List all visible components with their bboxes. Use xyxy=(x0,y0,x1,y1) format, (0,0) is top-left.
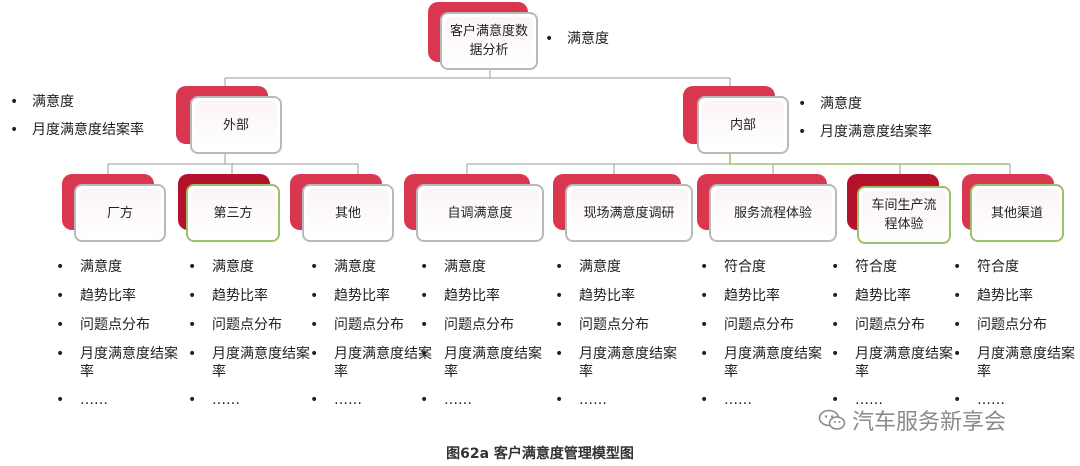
wechat-icon xyxy=(818,409,846,430)
leaf-label: 厂方 xyxy=(106,205,133,221)
leaf-bullet-item: 满意度 xyxy=(56,258,182,276)
leaf-label: 其他渠道 xyxy=(990,205,1043,221)
leaf-bullet-item: 趋势比率 xyxy=(953,287,1077,305)
leaf-bullets-self-survey: 满意度 趋势比率 问题点分布 月度满意度结案率 …… xyxy=(420,258,546,420)
leaf-bullet-item: 月度满意度结案率 xyxy=(188,345,312,381)
leaf-bullet-item: 满意度 xyxy=(188,258,312,276)
internal-bullets: 满意度 月度满意度结案率 xyxy=(798,90,932,146)
external-label: 外部 xyxy=(222,117,249,133)
leaf-bullet-item: 满意度 xyxy=(420,258,546,276)
leaf-label: 其他 xyxy=(334,205,361,221)
figure-caption: 图62a 客户满意度管理模型图 xyxy=(446,446,634,462)
leaf-bullet-item: 问题点分布 xyxy=(56,316,182,334)
leaf-bullets-workshop-process: 符合度 趋势比率 问题点分布 月度满意度结案率 …… xyxy=(831,258,957,420)
leaf-bullet-item: …… xyxy=(555,391,681,409)
leaf-bullet-item: …… xyxy=(188,391,312,409)
external-bullet-item: 满意度 xyxy=(10,88,144,116)
leaf-bullet-item: 问题点分布 xyxy=(555,316,681,334)
leaf-bullet-item: 问题点分布 xyxy=(953,316,1077,334)
leaf-bullet-item: 月度满意度结案率 xyxy=(420,345,546,381)
root-bullet-item: 满意度 xyxy=(545,25,609,53)
leaf-bullet-item: …… xyxy=(831,391,957,409)
root-bullets: 满意度 xyxy=(545,25,609,53)
leaf-bullet-item: 趋势比率 xyxy=(310,287,434,305)
leaf-bullets-factory: 满意度 趋势比率 问题点分布 月度满意度结案率 …… xyxy=(56,258,182,420)
leaf-bullets-other: 满意度 趋势比率 问题点分布 月度满意度结案率 …… xyxy=(310,258,434,420)
watermark-text: 汽车服务新享会 xyxy=(852,410,1007,435)
leaf-bullet-item: 趋势比率 xyxy=(56,287,182,305)
leaf-bullet-item: …… xyxy=(420,391,546,409)
leaf-bullet-item: 月度满意度结案率 xyxy=(56,345,182,381)
leaf-label: 服务流程体验 xyxy=(733,205,812,221)
leaf-bullets-third-party: 满意度 趋势比率 问题点分布 月度满意度结案率 …… xyxy=(188,258,312,420)
leaf-bullets-onsite-survey: 满意度 趋势比率 问题点分布 月度满意度结案率 …… xyxy=(555,258,681,420)
leaf-bullet-item: 满意度 xyxy=(310,258,434,276)
leaf-bullet-item: 趋势比率 xyxy=(555,287,681,305)
leaf-label: 第三方 xyxy=(213,205,253,221)
root-label: 客户满意度数据分析 xyxy=(449,24,528,58)
external-bullets: 满意度 月度满意度结案率 xyxy=(10,88,144,144)
leaf-bullet-item: 月度满意度结案率 xyxy=(310,345,434,381)
leaf-bullet-item: 趋势比率 xyxy=(420,287,546,305)
leaf-label: 自调满意度 xyxy=(447,205,513,221)
leaf-bullet-item: 趋势比率 xyxy=(188,287,312,305)
external-bullet-item: 月度满意度结案率 xyxy=(10,116,144,144)
leaf-bullet-item: 问题点分布 xyxy=(188,316,312,334)
leaf-bullet-item: …… xyxy=(700,391,826,409)
leaf-bullet-item: 问题点分布 xyxy=(831,316,957,334)
leaf-bullet-item: 月度满意度结案率 xyxy=(953,345,1077,381)
leaf-label: 车间生产流程体验 xyxy=(871,198,937,232)
leaf-bullet-item: 月度满意度结案率 xyxy=(555,345,681,381)
leaf-bullet-item: 问题点分布 xyxy=(310,316,434,334)
leaf-bullets-other-channel: 符合度 趋势比率 问题点分布 月度满意度结案率 …… xyxy=(953,258,1077,420)
watermark: 汽车服务新享会 xyxy=(818,404,1006,436)
internal-bullet-item: 月度满意度结案率 xyxy=(798,118,932,146)
leaf-bullet-item: …… xyxy=(56,391,182,409)
leaf-bullet-item: …… xyxy=(310,391,434,409)
leaf-bullet-item: 符合度 xyxy=(953,258,1077,276)
leaf-bullet-item: 趋势比率 xyxy=(831,287,957,305)
leaf-bullet-item: 问题点分布 xyxy=(420,316,546,334)
leaf-bullet-item: 月度满意度结案率 xyxy=(831,345,957,381)
internal-label: 内部 xyxy=(729,117,756,133)
leaf-bullet-item: 符合度 xyxy=(831,258,957,276)
leaf-bullet-item: 问题点分布 xyxy=(700,316,826,334)
leaf-bullet-item: 月度满意度结案率 xyxy=(700,345,826,381)
leaf-bullet-item: 满意度 xyxy=(555,258,681,276)
leaf-bullet-item: 符合度 xyxy=(700,258,826,276)
leaf-bullet-item: 趋势比率 xyxy=(700,287,826,305)
leaf-bullet-item: …… xyxy=(953,391,1077,409)
leaf-label: 现场满意度调研 xyxy=(583,205,675,221)
leaf-bullets-service-process: 符合度 趋势比率 问题点分布 月度满意度结案率 …… xyxy=(700,258,826,420)
internal-bullet-item: 满意度 xyxy=(798,90,932,118)
